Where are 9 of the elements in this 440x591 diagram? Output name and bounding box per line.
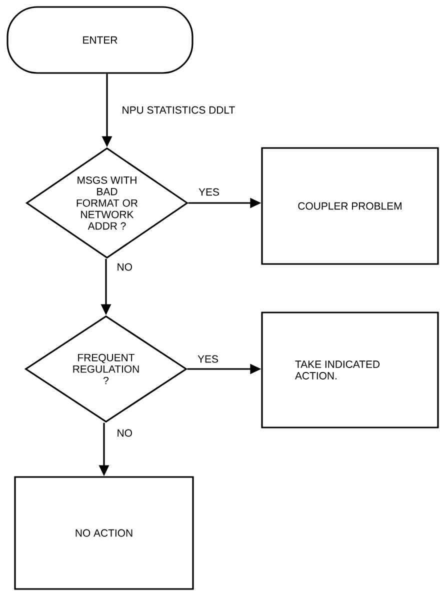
terminator-box: ENTER: [6, 6, 194, 74]
edge-label: YES: [196, 354, 220, 364]
edge-label: NO: [116, 262, 134, 272]
process-box: NO ACTION: [14, 476, 194, 590]
edge-label: NO: [116, 428, 134, 438]
edge-label: YES: [198, 187, 220, 197]
process-box: TAKE INDICATED ACTION.: [261, 312, 439, 428]
edge-label: NPU STATISTICS DDLT: [120, 105, 236, 115]
process-box: COUPLER PROBLEM: [261, 147, 439, 265]
